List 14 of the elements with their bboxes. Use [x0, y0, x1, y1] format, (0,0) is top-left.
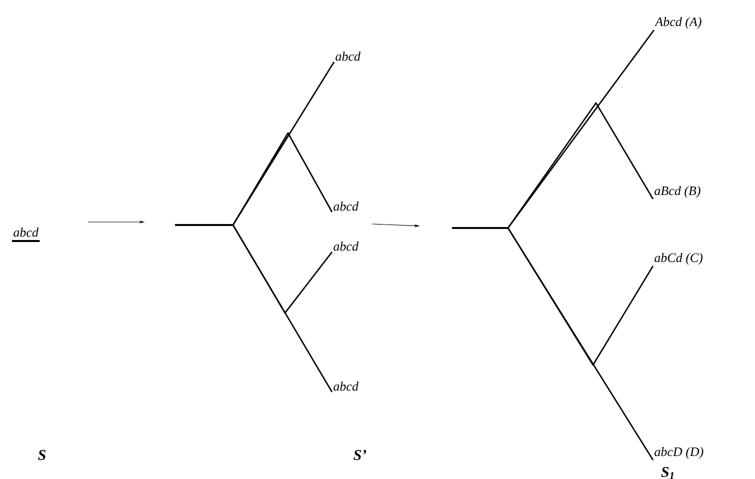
- genotype-label: abcd: [334, 202, 359, 211]
- branch-line: [175, 224, 333, 392]
- genotype-label: abcd: [336, 52, 361, 61]
- underlined-genotype-label: abcd: [14, 228, 39, 237]
- genotype-label: abcD (D): [654, 447, 704, 459]
- population-label: S: [38, 450, 46, 460]
- genotype-label: abCd (C): [654, 253, 703, 265]
- genotype-label: abcd: [334, 382, 359, 391]
- population-label: S$_{1}$: [661, 466, 674, 479]
- genotype-label: abcd: [334, 242, 359, 251]
- genotype-label: aBcd (B): [654, 186, 700, 198]
- genotype-label: Abcd (A): [654, 17, 702, 29]
- population-label: S’: [354, 450, 366, 460]
- branch-line: [452, 227, 654, 460]
